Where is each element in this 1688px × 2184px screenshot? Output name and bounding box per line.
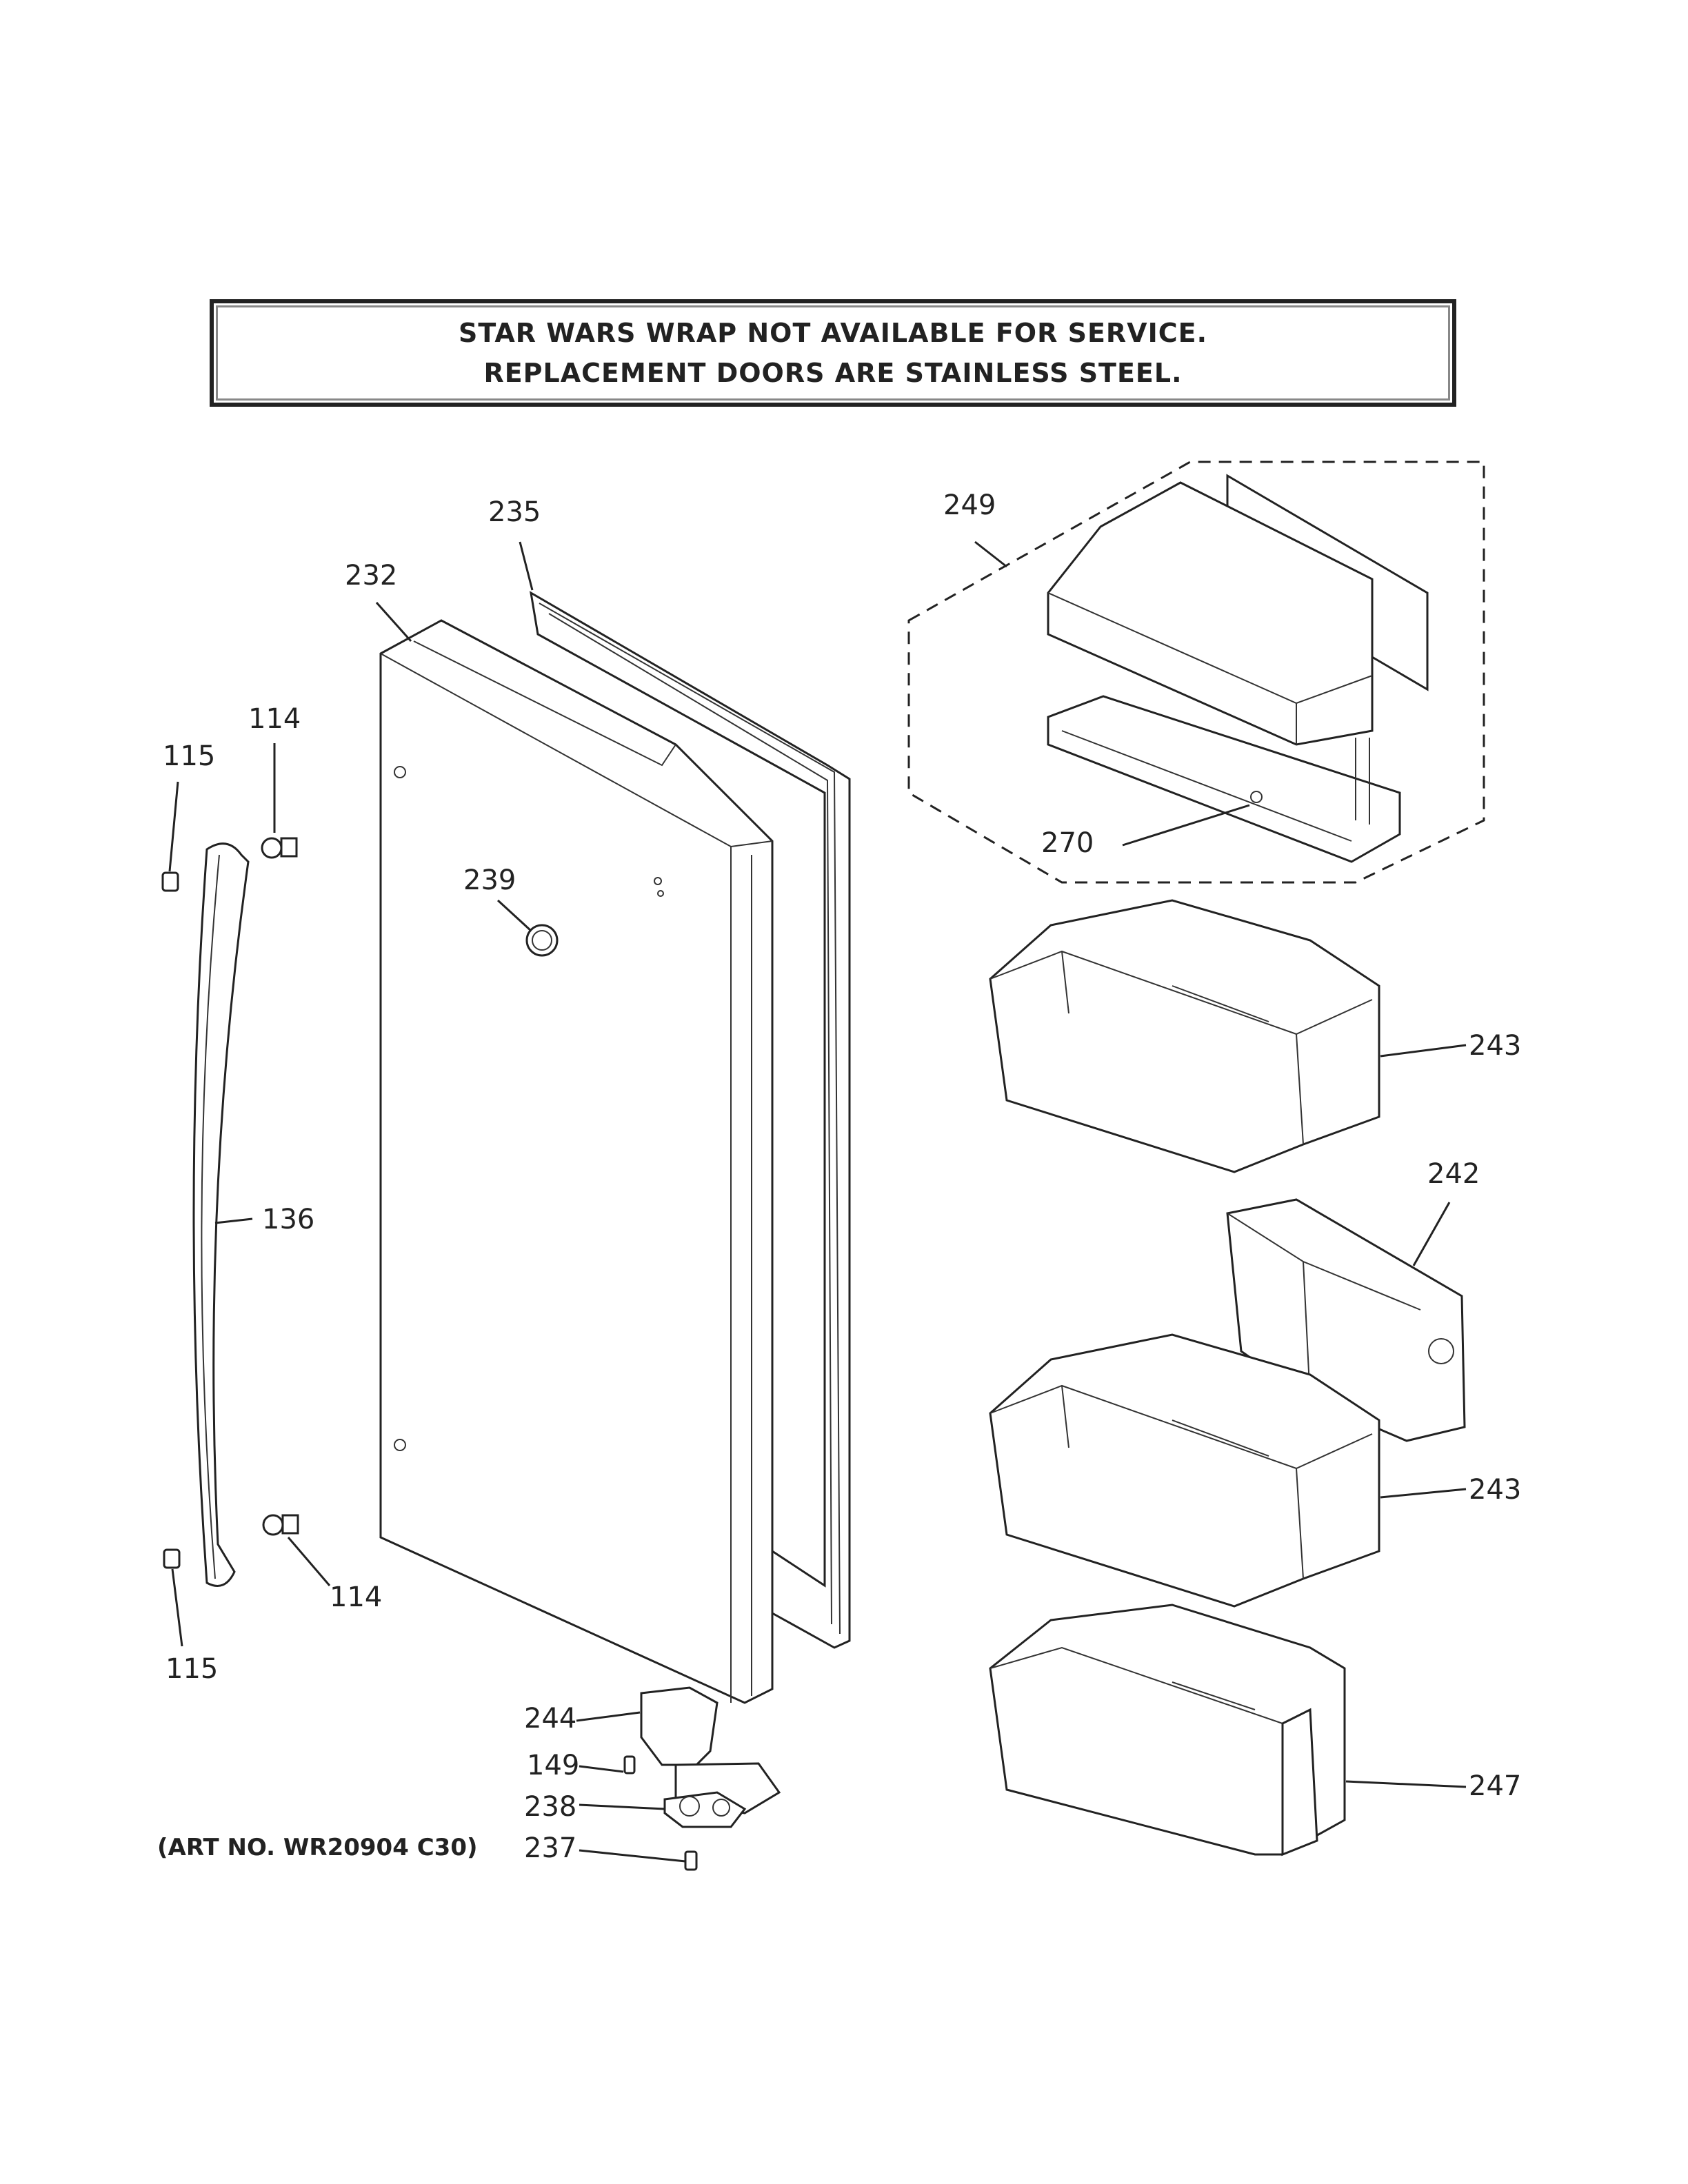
callout-149: 149 <box>527 1750 579 1781</box>
leader-lines <box>168 540 1467 1863</box>
callout-243-lower: 243 <box>1469 1474 1521 1506</box>
callout-249: 249 <box>943 489 996 521</box>
art-number: (ART NO. WR20904 C30) <box>157 1834 478 1861</box>
door-bin-upper <box>989 899 1380 1173</box>
callout-238: 238 <box>524 1791 576 1823</box>
door-bin-bottom <box>989 1604 1346 1857</box>
notice-line-2: REPLACEMENT DOORS ARE STAINLESS STEEL. <box>483 358 1183 388</box>
callout-labels: 235 232 249 114 115 239 270 243 136 242 … <box>163 489 1521 1864</box>
callout-114-bottom: 114 <box>330 1581 382 1613</box>
callout-115-bottom: 115 <box>165 1653 218 1685</box>
handle-mount-screw-bottom <box>262 1514 299 1536</box>
callout-114-top: 114 <box>248 703 301 735</box>
handle-mount-screw-top <box>261 837 298 859</box>
callout-235: 235 <box>488 496 541 528</box>
callout-243-upper: 243 <box>1469 1030 1521 1062</box>
set-screw-top <box>161 871 179 892</box>
dairy-bin-assembly-outline <box>907 461 1485 884</box>
logo-badge <box>525 924 559 957</box>
callout-136: 136 <box>262 1204 314 1235</box>
callout-237: 237 <box>524 1832 576 1864</box>
callout-232: 232 <box>345 560 397 592</box>
callout-244: 244 <box>524 1703 576 1735</box>
hinge-bushing-238 <box>663 1791 747 1828</box>
set-screw-bottom <box>163 1548 181 1569</box>
callout-270: 270 <box>1041 827 1094 859</box>
hinge-screw-237 <box>684 1850 698 1871</box>
callout-247: 247 <box>1469 1770 1521 1802</box>
notice-line-1: STAR WARS WRAP NOT AVAILABLE FOR SERVICE… <box>459 318 1207 348</box>
door-bin-lower <box>989 1333 1380 1608</box>
callout-242: 242 <box>1427 1158 1480 1190</box>
callout-239: 239 <box>463 865 516 896</box>
door-panel <box>379 619 774 1704</box>
dairy-bin-assembly <box>1047 474 1429 863</box>
door-handle <box>192 842 250 1587</box>
hinge-screw-149 <box>623 1755 636 1775</box>
callout-115-top: 115 <box>163 740 215 772</box>
service-notice-box: STAR WARS WRAP NOT AVAILABLE FOR SERVICE… <box>210 299 1456 407</box>
